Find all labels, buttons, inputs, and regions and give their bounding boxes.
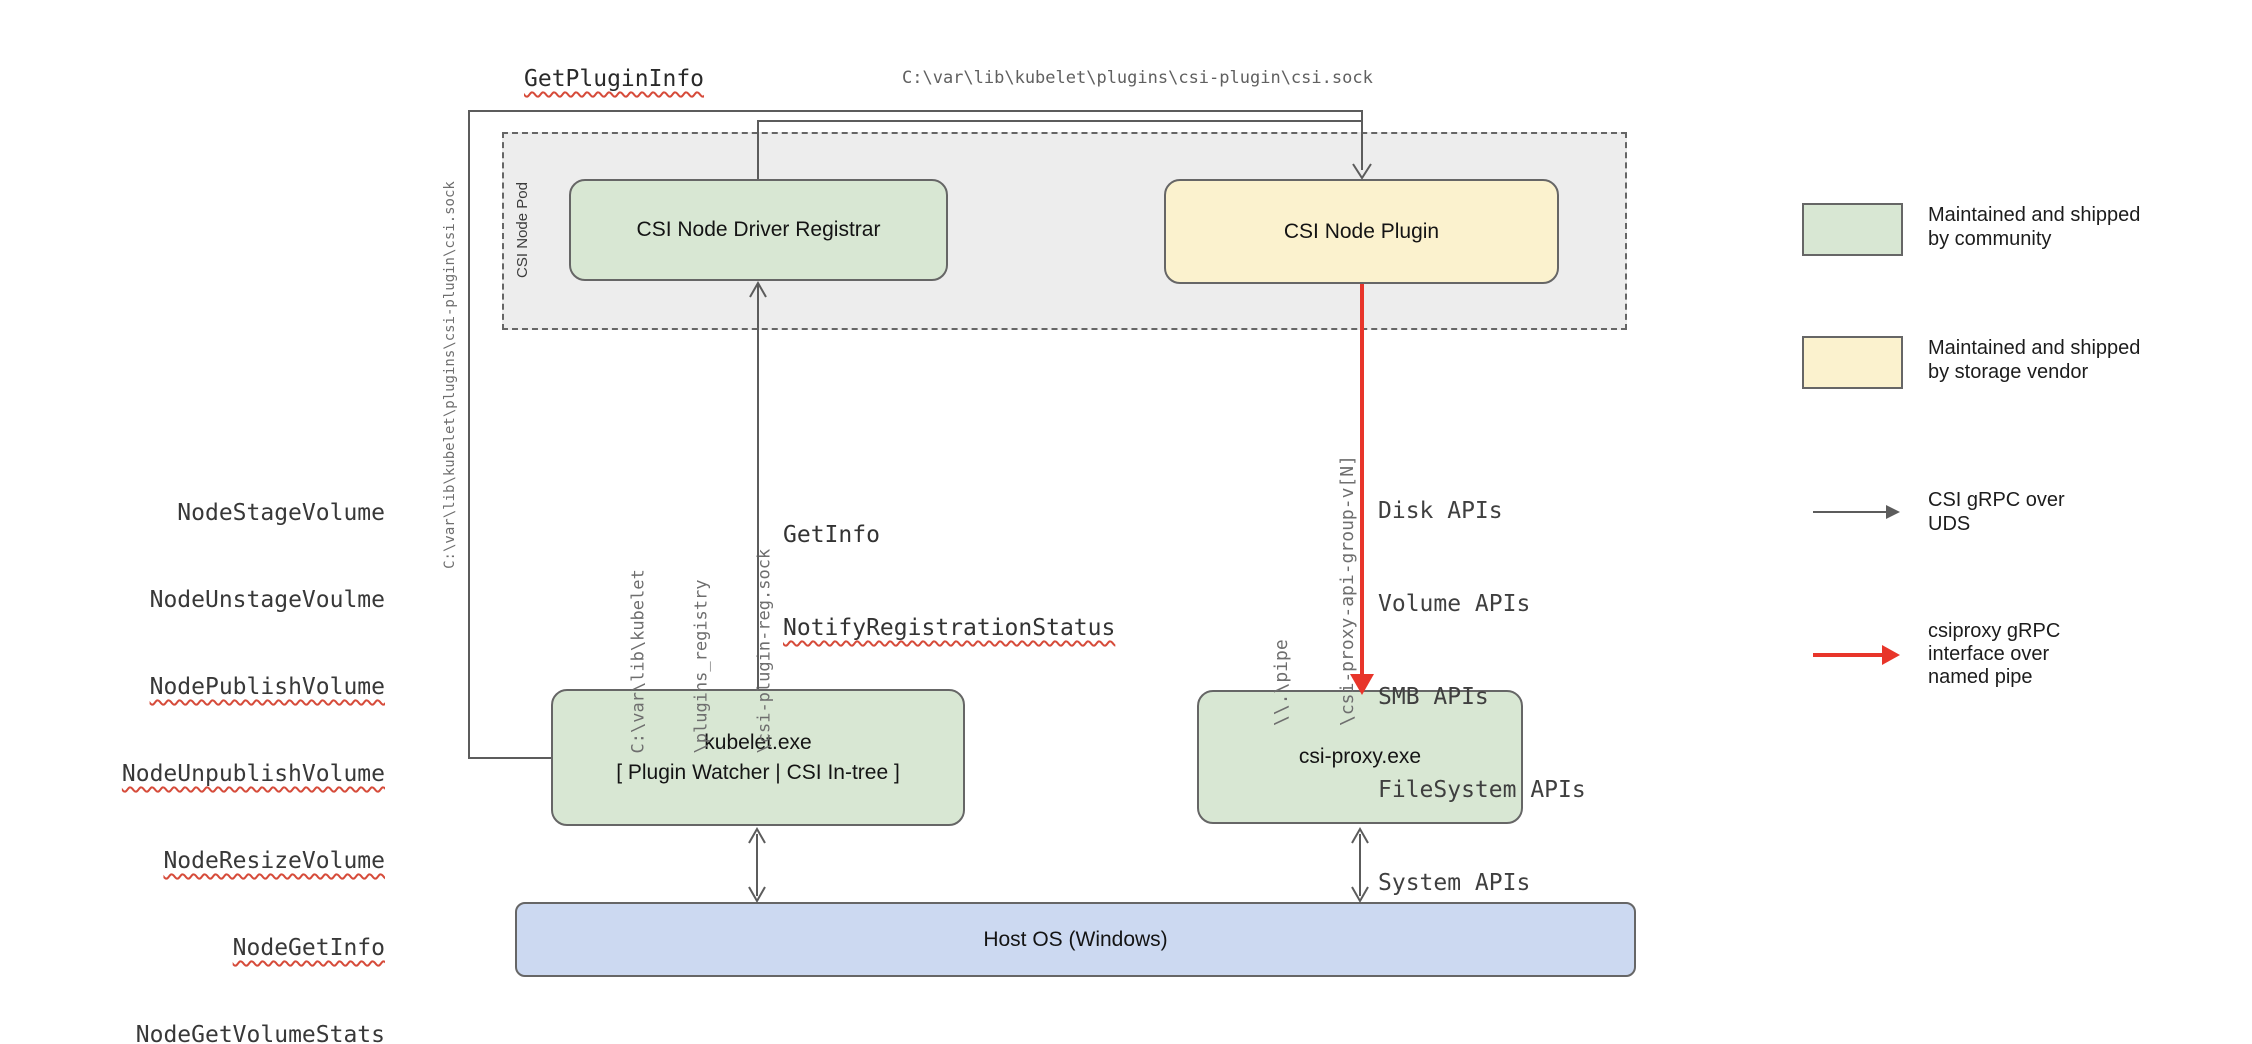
- legend-line: by storage vendor: [1928, 361, 2089, 383]
- csi-node-driver-registrar-box: CSI Node Driver Registrar: [569, 179, 948, 281]
- kubelet-label-line2: [ Plugin Watcher | CSI In-tree ]: [616, 760, 900, 784]
- csi-sock-path-vertical-label: C:\var\lib\kubelet\plugins\csi-plugin\cs…: [442, 181, 458, 569]
- node-call: NodeUnpublishVolume: [121, 761, 385, 787]
- proxy-api-call: System APIs: [1378, 870, 1531, 896]
- registrar-call: GetInfo: [783, 522, 880, 548]
- legend-uds-arrowhead-icon: [1886, 505, 1900, 519]
- node-call: NodeUnstageVoulme: [149, 587, 385, 613]
- csi-node-pod-label: CSI Node Pod: [514, 182, 531, 278]
- host-os-label: Host OS (Windows): [983, 927, 1168, 951]
- legend-line: interface over: [1928, 643, 2050, 665]
- kubelet-host-up-arrowhead-icon: [748, 826, 766, 844]
- proxy-api-calls-list: Disk APIs Volume APIs SMB APIs FileSyste…: [1378, 434, 1586, 961]
- registrar-call: NotifyRegistrationStatus: [783, 615, 1116, 641]
- node-call: NodeResizeVolume: [163, 848, 385, 874]
- legend-vendor-text: Maintained and shipped by storage vendor: [1928, 336, 2140, 384]
- legend-line: named pipe: [1928, 666, 2033, 688]
- proxy-api-call: SMB APIs: [1378, 684, 1489, 710]
- legend-uds-arrow: [1813, 511, 1888, 513]
- kubelet-host-down-arrowhead-icon: [748, 886, 766, 904]
- legend-vendor-swatch: [1802, 336, 1903, 389]
- legend-pipe-arrowhead-icon: [1882, 645, 1900, 665]
- proxy-api-call: Disk APIs: [1378, 498, 1503, 524]
- registry-sock-line: \csi-plugin-reg.sock: [754, 548, 775, 754]
- node-call: NodePublishVolume: [149, 674, 385, 700]
- legend-uds-text: CSI gRPC over UDS: [1928, 488, 2065, 536]
- legend-community-swatch: [1802, 203, 1903, 256]
- pipe-line: \csi-proxy-api-group-v[N]: [1337, 455, 1358, 726]
- node-call: NodeGetInfo: [232, 935, 385, 961]
- legend-community-text: Maintained and shipped by community: [1928, 203, 2140, 251]
- get-plugin-info-label: GetPluginInfo: [524, 66, 705, 92]
- registry-sock-line: C:\var\lib\kubelet: [628, 569, 649, 754]
- node-call: NodeGetVolumeStats: [135, 1022, 385, 1044]
- legend-line: UDS: [1928, 513, 1971, 535]
- legend-line: Maintained and shipped: [1928, 204, 2141, 226]
- legend-line: by community: [1928, 228, 2052, 250]
- pipe-line: \\.\pipe: [1271, 639, 1292, 726]
- legend-pipe-text: csiproxy gRPC interface over named pipe: [1928, 620, 2060, 689]
- csi-node-plugin-box: CSI Node Plugin: [1164, 179, 1559, 284]
- proxy-api-call: FileSystem APIs: [1378, 777, 1586, 803]
- registrar-calls-list: GetInfo NotifyRegistrationStatus: [783, 458, 1115, 706]
- node-call: NodeStageVolume: [177, 500, 385, 526]
- registry-sock-line: \plugins_registry: [691, 579, 712, 754]
- proxy-api-call: Volume APIs: [1378, 591, 1531, 617]
- csi-node-plugin-label: CSI Node Plugin: [1283, 219, 1440, 243]
- legend-line: CSI gRPC over: [1928, 489, 2065, 511]
- legend-line: Maintained and shipped: [1928, 337, 2141, 359]
- named-pipe-path-vertical-label: \\.\pipe \csi-proxy-api-group-v[N]: [1227, 446, 1403, 726]
- host-os-box: Host OS (Windows): [515, 902, 1636, 977]
- csiproxy-host-up-arrowhead-icon: [1351, 826, 1369, 844]
- csi-sock-path-top-label: C:\var\lib\kubelet\plugins\csi-plugin\cs…: [902, 68, 1373, 88]
- legend-pipe-arrow: [1813, 653, 1885, 657]
- kubelet-node-calls-list: NodeStageVolume NodeUnstageVoulme NodePu…: [60, 441, 385, 1044]
- csiproxy-host-down-arrowhead-icon: [1351, 886, 1369, 904]
- legend-line: csiproxy gRPC: [1928, 620, 2061, 642]
- csi-node-driver-registrar-label: CSI Node Driver Registrar: [636, 218, 881, 241]
